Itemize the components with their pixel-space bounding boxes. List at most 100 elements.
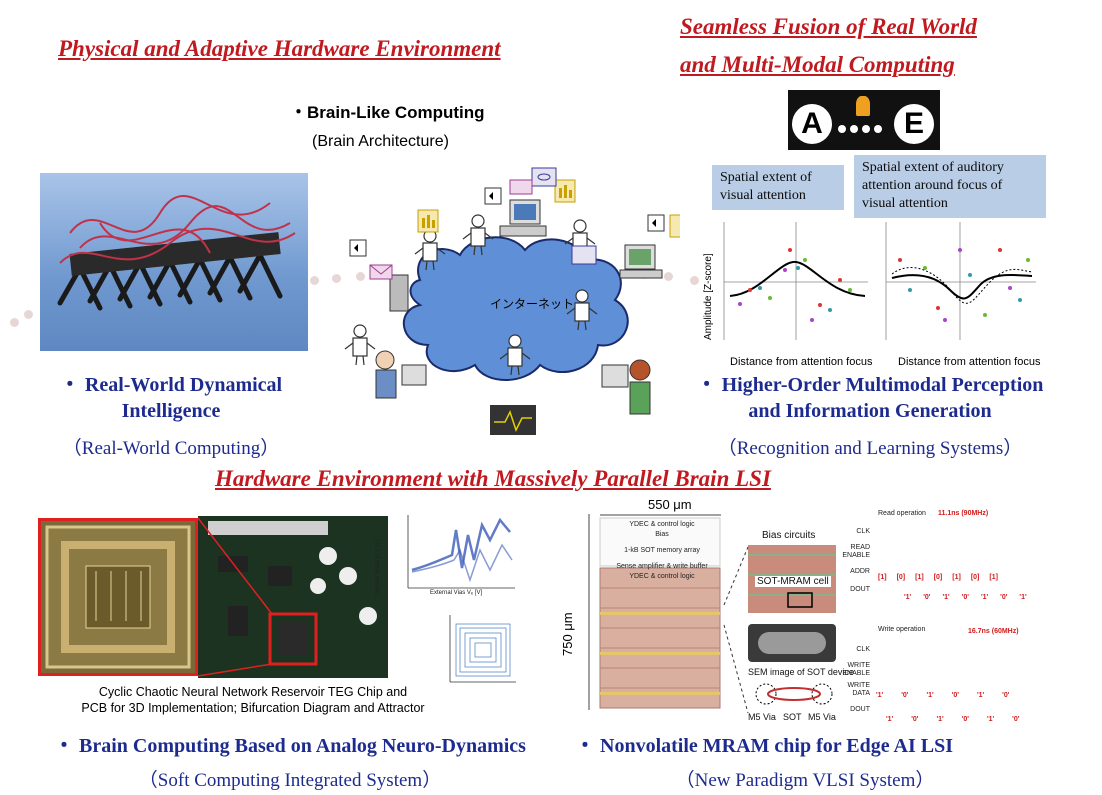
write-dout-value: '1' (986, 716, 995, 723)
right-attention-plot (885, 222, 1036, 340)
sot-cell-label: SOT-MRAM cell (755, 576, 831, 587)
real-world-heading: ・ Real-World Dynamical Intelligence (40, 372, 302, 424)
real-world-sub: （Real-World Computing） (62, 438, 280, 459)
write-data-value: '1' (926, 692, 934, 699)
left-plot-xlabel: Distance from attention focus (730, 356, 873, 368)
addr-value: [0] (896, 574, 906, 581)
mram-sub: （New Paradigm VLSI System） (675, 770, 935, 791)
left-attention-plot (723, 222, 868, 340)
height-arrow (588, 514, 590, 710)
bifurcation-diagram: External Vias Vₑ [V] (390, 510, 520, 600)
block-label: YDEC & control logic (629, 573, 695, 580)
write-dout-values: '1''0''1''0''1''0' (886, 708, 1062, 726)
brain-architecture-sub: (Brain Architecture) (312, 133, 449, 150)
robot-icon (462, 214, 494, 256)
zoom-dashed-lines (723, 546, 749, 714)
mail-icon (509, 179, 533, 195)
robot-drawing (57, 194, 296, 311)
image-document-icon (531, 167, 557, 187)
read-op-title: Read operation (878, 510, 926, 517)
write-data-value: '0' (1002, 692, 1010, 699)
analog-sub: （Soft Computing Integrated System） (138, 770, 442, 791)
logo-dots (838, 120, 890, 133)
write-data-value: '0' (901, 692, 909, 699)
write-dout-value: '0' (911, 716, 919, 723)
chart-document-icon (669, 214, 691, 238)
signal-label: DOUT (850, 706, 870, 713)
dout-value: '0' (961, 594, 969, 601)
write-dout-value: '0' (961, 716, 969, 723)
audio-visual-logo: A E (788, 90, 940, 150)
timing-diagrams: Read operation 11.1ns (90MHz) CLK READ E… (842, 508, 1062, 724)
chart-document-icon (554, 179, 576, 203)
physical-hardware-title: Physical and Adaptive Hardware Environme… (58, 36, 501, 61)
real-world-heading-line1: ・ Real-World Dynamical (59, 374, 283, 396)
signal-label: WRITE ENABLE (842, 662, 870, 677)
auditory-attention-box: Spatial extent of auditory attention aro… (854, 155, 1046, 218)
speaker-icon (484, 187, 502, 205)
hexapod-robot-photo (40, 173, 308, 351)
image-document-icon (571, 245, 597, 265)
mram-chip-layout (598, 512, 723, 712)
chart-document-icon (417, 209, 439, 233)
sem-image (748, 624, 836, 662)
robot-icon (499, 334, 531, 376)
visual-attention-box: Spatial extent of visual attention (712, 165, 844, 210)
signal-label: ADDR (850, 568, 870, 575)
signal-label: READ ENABLE (842, 544, 870, 559)
server-tower-icon (389, 274, 409, 312)
person-at-computer-icon (375, 350, 427, 399)
right-plot-xlabel: Distance from attention focus (898, 356, 1041, 368)
signal-label: CLK (856, 528, 870, 535)
mram-heading: ・ Nonvolatile MRAM chip for Edge AI LSI (575, 735, 953, 757)
multimodal-heading-line1: ・ Higher-Order Multimodal Perception (696, 374, 1044, 396)
dout-value: '1' (1019, 594, 1027, 601)
speaker-icon (349, 239, 367, 257)
logo-letter-e: E (894, 104, 934, 144)
dout-value: '1' (904, 594, 912, 601)
multimodal-sub: （Recognition and Learning Systems） (717, 438, 1023, 459)
cloud-label: インターネット (490, 297, 574, 311)
addr-value: [1] (989, 574, 998, 581)
via-left-label: M5 Via (748, 712, 776, 722)
amplitude-axis-label: Amplitude [Z-score] (703, 253, 714, 340)
analog-heading: ・ Brain Computing Based on Analog Neuro-… (54, 735, 526, 757)
write-data-value: '0' (951, 692, 959, 699)
signal-label: WRITE DATA (847, 682, 870, 697)
via-mid-label: SOT (783, 712, 802, 722)
addr-values: [1][0][1][0][1][0][1] (878, 566, 1058, 584)
mram-block-labels: YDEC & control logic Bias 1-kB SOT memor… (612, 520, 712, 582)
robot-icon (344, 324, 376, 366)
write-dout-value: '0' (1012, 716, 1020, 723)
brain-like-heading: ・Brain-Like Computing (290, 103, 485, 122)
fusion-title-line1: Seamless Fusion of Real World (680, 14, 977, 39)
analog-caption: Cyclic Chaotic Neural Network Reservoir … (38, 684, 468, 716)
sot-device-schematic (754, 680, 834, 712)
fusion-title-line2: and Multi-Modal Computing (680, 52, 955, 77)
network-diagram: インターネット (340, 160, 691, 450)
write-data-value: '1' (976, 692, 985, 699)
mail-icon (369, 264, 393, 280)
bias-circuits-label: Bias circuits (762, 530, 816, 541)
write-data-values: '1''0''1''0''1''0' (876, 684, 1056, 702)
addr-value: [0] (970, 574, 980, 581)
write-dout-value: '1' (886, 716, 894, 723)
bifurcation-xlabel: External Vias Vₑ [V] (430, 590, 483, 596)
speaker-icon (647, 214, 665, 232)
addr-value: [1] (915, 574, 924, 581)
via-right-label: M5 Via (808, 712, 836, 722)
dout-value: '0' (1000, 594, 1008, 601)
block-label: Sense amplifier & write buffer (616, 563, 708, 570)
desktop-computer-icon (499, 199, 547, 237)
block-label: 1-kB SOT memory array (624, 547, 700, 554)
internet-cloud (402, 236, 629, 381)
bifurcation-ylabel: Internal State yₗ(t) [V] (375, 539, 381, 596)
attention-plots (700, 220, 1050, 370)
dout-value: '0' (923, 594, 931, 601)
robot-icon (414, 229, 446, 271)
read-op-timing: 11.1ns (90MHz) (938, 510, 989, 517)
multimodal-heading: ・ Higher-Order Multimodal Perception and… (670, 372, 1070, 424)
addr-value: [0] (933, 574, 943, 581)
massively-parallel-title: Hardware Environment with Massively Para… (215, 466, 771, 491)
multimodal-heading-line2: and Information Generation (748, 400, 992, 422)
